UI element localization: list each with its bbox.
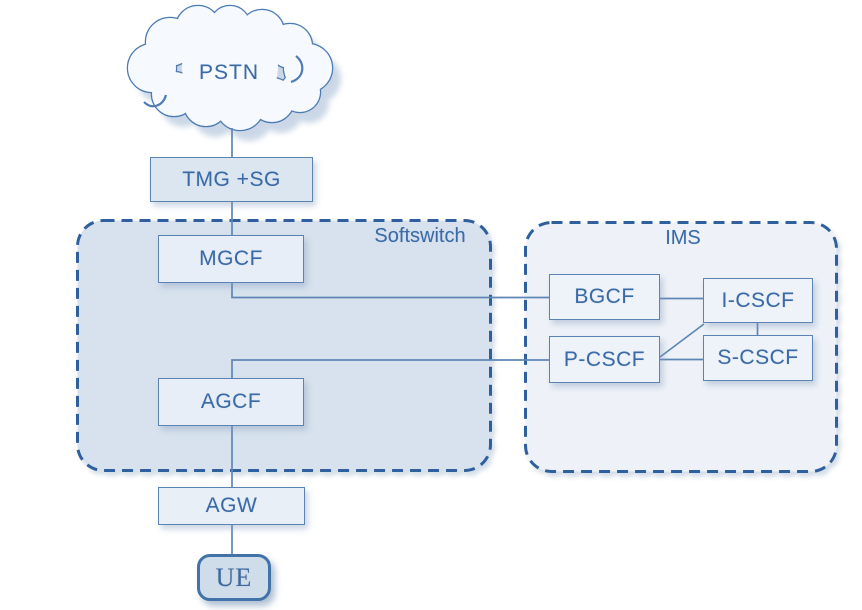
node-bgcf: BGCF — [549, 274, 660, 320]
node-bgcf-label: BGCF — [574, 285, 635, 308]
cloud-curl-right — [290, 55, 304, 84]
node-agcf: AGCF — [158, 378, 304, 426]
softswitch-label: Softswitch — [374, 225, 466, 247]
connector-agcf-pcscf — [231, 359, 549, 378]
node-tmg-sg-label: TMG +SG — [182, 167, 281, 191]
connector-lines — [231, 128, 759, 555]
node-agcf-label: AGCF — [200, 390, 262, 413]
ims-label: IMS — [665, 227, 701, 249]
node-agw: AGW — [158, 487, 305, 525]
node-p-cscf-label: P-CSCF — [563, 347, 646, 371]
node-ue-label: UE — [215, 562, 253, 592]
node-i-cscf: I-CSCF — [703, 278, 813, 323]
pstn-label: PSTN — [198, 61, 259, 84]
node-ue: UE — [197, 554, 271, 601]
pstn-cloud — [126, 4, 341, 141]
node-s-cscf: S-CSCF — [703, 335, 813, 381]
node-mgcf: MGCF — [158, 235, 304, 283]
node-agw-label: AGW — [205, 494, 258, 517]
node-i-cscf-label: I-CSCF — [721, 288, 795, 312]
node-tmg-sg: TMG +SG — [150, 157, 313, 202]
node-s-cscf-label: S-CSCF — [717, 346, 799, 369]
connector-pcscf-icscf — [659, 323, 705, 358]
cloud-curl-left — [143, 94, 168, 108]
connector-mgcf-bgcf — [231, 283, 549, 299]
node-mgcf-label: MGCF — [199, 247, 263, 270]
node-p-cscf: P-CSCF — [549, 336, 660, 383]
